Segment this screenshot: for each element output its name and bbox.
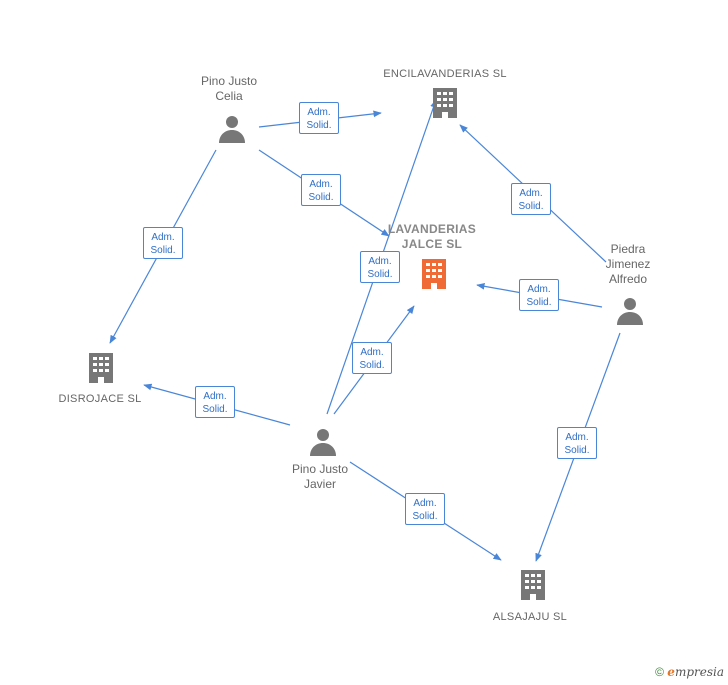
building-icon-alsajaju[interactable]: [518, 568, 548, 602]
building-icon-encilavanderias[interactable]: [430, 86, 460, 120]
building-icon-disrojace[interactable]: [86, 351, 116, 385]
label-piedra-jimenez-alfredo[interactable]: Piedra Jimenez Alfredo: [605, 242, 651, 286]
edge-label-celia-disrojace[interactable]: Adm.Solid.: [143, 227, 183, 259]
person-icon-pino-justo-javier[interactable]: [308, 427, 338, 457]
label-disrojace[interactable]: DISROJACE SL: [58, 393, 142, 405]
label-pino-justo-celia[interactable]: Pino Justo Celia: [200, 74, 258, 103]
label-pino-justo-javier[interactable]: Pino Justo Javier: [291, 462, 349, 491]
building-icon-lavanderias-jalce[interactable]: [419, 257, 449, 291]
label-lavanderias-jalce[interactable]: LAVANDERIAS JALCE SL: [387, 222, 477, 251]
label-encilavanderias[interactable]: ENCILAVANDERIAS SL: [383, 68, 507, 80]
edge-label-javier-disrojace[interactable]: Adm.Solid.: [195, 386, 235, 418]
edge-label-javier-lavanderias-jalce[interactable]: Adm.Solid.: [352, 342, 392, 374]
edge-label-alfredo-lavanderias-jalce[interactable]: Adm.Solid.: [519, 279, 559, 311]
edge-label-javier-encilavanderias[interactable]: Adm.Solid.: [360, 251, 400, 283]
person-icon-pino-justo-celia[interactable]: [217, 114, 247, 144]
label-alsajaju[interactable]: ALSAJAJU SL: [492, 611, 568, 623]
copyright-symbol: ©: [655, 665, 664, 679]
edge-label-celia-encilavanderias[interactable]: Adm.Solid.: [299, 102, 339, 134]
edge-label-javier-alsajaju[interactable]: Adm.Solid.: [405, 493, 445, 525]
empresia-logo: empresia: [667, 665, 724, 679]
person-icon-piedra-jimenez-alfredo[interactable]: [615, 296, 645, 326]
edge-label-alfredo-encilavanderias[interactable]: Adm.Solid.: [511, 183, 551, 215]
edge-label-alfredo-alsajaju[interactable]: Adm.Solid.: [557, 427, 597, 459]
edge-label-celia-lavanderias-jalce[interactable]: Adm.Solid.: [301, 174, 341, 206]
footer-credit[interactable]: © empresia: [655, 665, 724, 679]
